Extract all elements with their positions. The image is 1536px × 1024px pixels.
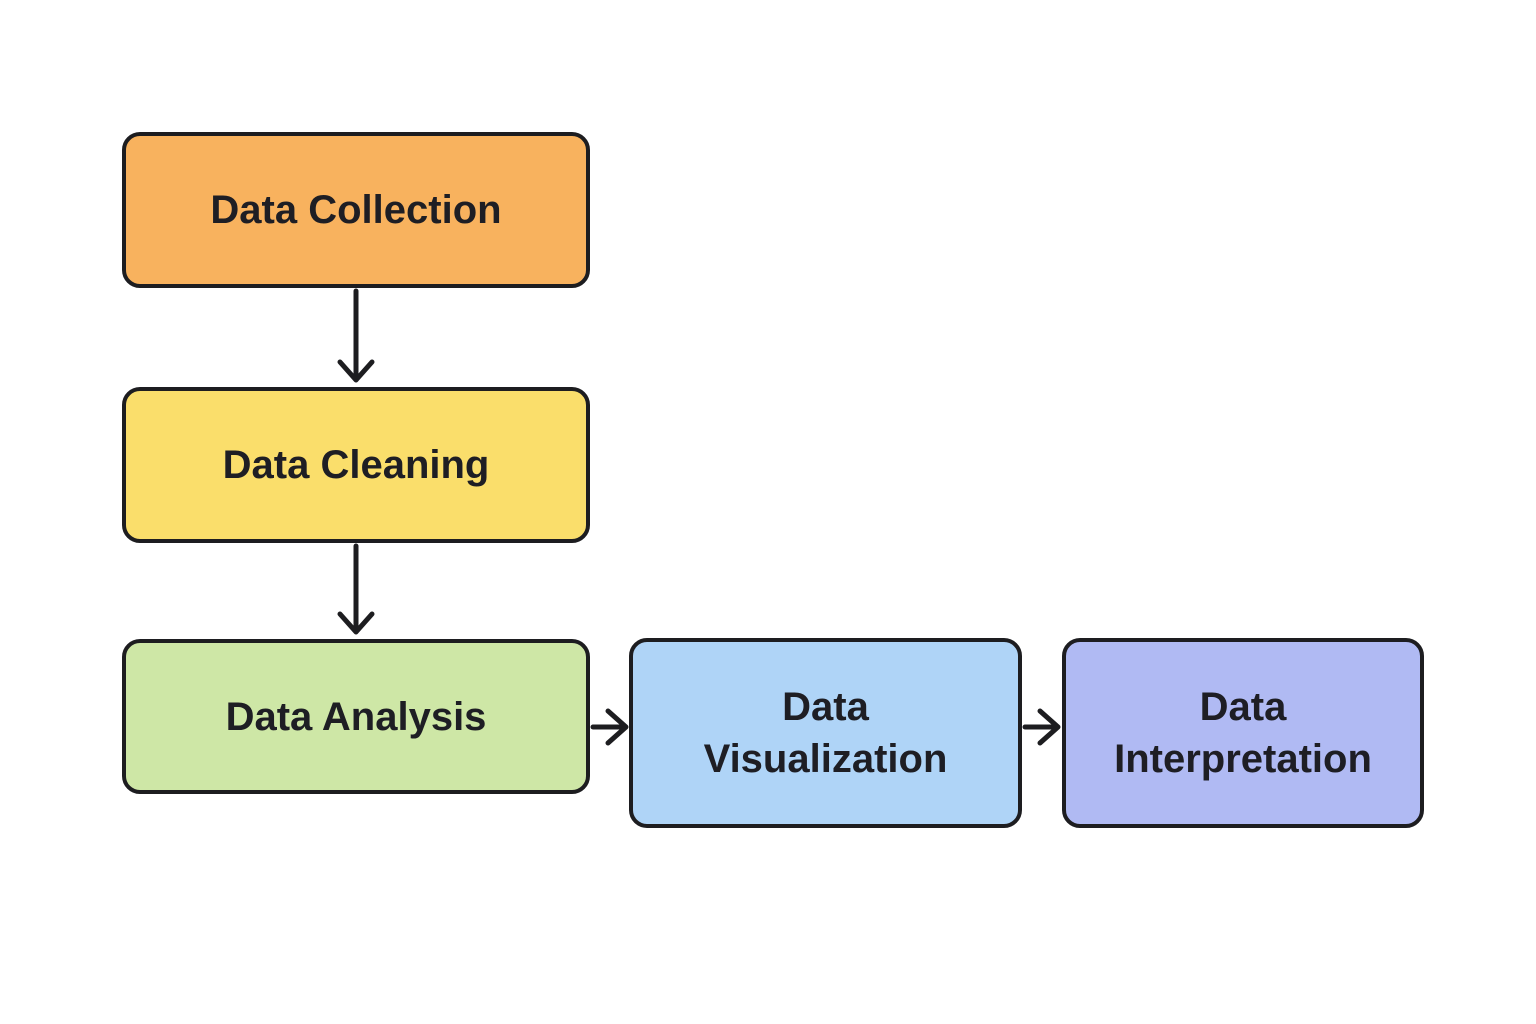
node-data-analysis-label: Data Analysis bbox=[225, 694, 487, 739]
node-data-cleaning-label: Data Cleaning bbox=[222, 443, 490, 487]
node-data-interpretation[interactable]: Data Interpretation bbox=[1062, 638, 1424, 828]
node-data-collection[interactable]: Data Collection bbox=[122, 132, 590, 288]
node-data-analysis[interactable]: Data Analysis bbox=[122, 639, 590, 794]
node-data-collection-label: Data Collection bbox=[210, 188, 502, 232]
arrow-cleaning-to-analysis bbox=[337, 543, 375, 635]
arrow-collection-to-cleaning bbox=[337, 288, 375, 383]
node-data-visualization-label: Data Visualization bbox=[703, 685, 948, 781]
node-data-interpretation-label: Data Interpretation bbox=[1114, 685, 1372, 781]
arrow-visualization-to-interpretation bbox=[1022, 708, 1061, 746]
node-data-cleaning[interactable]: Data Cleaning bbox=[122, 387, 590, 543]
arrow-analysis-to-visualization bbox=[590, 708, 629, 746]
node-data-visualization[interactable]: Data Visualization bbox=[629, 638, 1022, 828]
